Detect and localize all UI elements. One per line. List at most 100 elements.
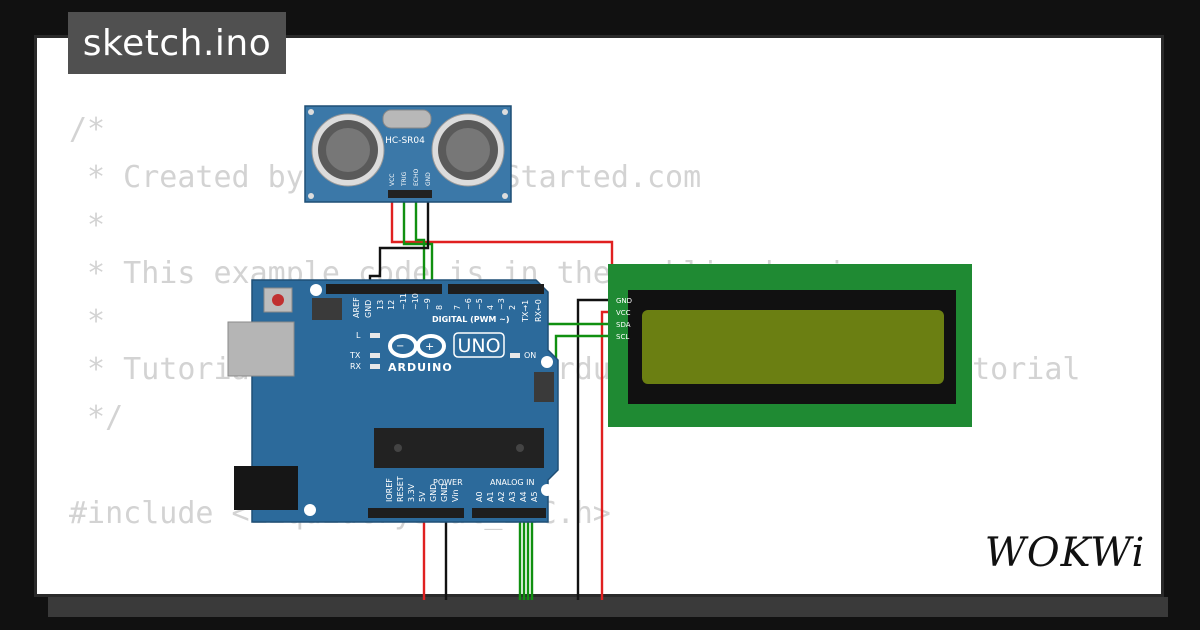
sensor-pin-label: ECHO — [413, 169, 420, 186]
icsp-header — [312, 298, 342, 320]
card-shadow — [48, 597, 1168, 617]
pin-label: A0 — [475, 491, 484, 502]
power-header — [368, 508, 464, 518]
pin-label: 4 — [486, 305, 495, 310]
pin-label: 13 — [376, 300, 385, 310]
pin-label: 12 — [387, 300, 396, 310]
model-label: UNO — [457, 335, 500, 357]
pin-label: A5 — [530, 491, 539, 502]
mount-hole — [541, 356, 553, 368]
analog-pin-labels: A0 A1 A2 A3 A4 A5 — [475, 491, 539, 502]
wokwi-logo-text: WOKWi — [985, 530, 1146, 576]
pin-label: A4 — [519, 491, 528, 502]
sensor-crystal — [382, 109, 432, 129]
code-card: /* * Created by ArduinoGetStarted.com * … — [34, 35, 1164, 597]
pin-label: ~5 — [475, 298, 484, 310]
wire-gnd-sensor — [368, 200, 430, 290]
pin-label: GND — [440, 484, 449, 502]
sensor-label: HC-SR04 — [385, 136, 425, 146]
pin-label: GND — [364, 300, 373, 318]
pin-label: A3 — [508, 491, 517, 502]
pin-label: TX→1 — [521, 300, 530, 323]
pin-label: ~6 — [464, 298, 473, 310]
pin-label: ~3 — [497, 298, 506, 310]
pin-label: 7 — [453, 305, 462, 310]
wire-echo — [414, 200, 426, 286]
sensor-pin-header — [388, 190, 432, 198]
power-pin-labels: IOREF RESET 3.3V 5V GND GND Vin — [385, 476, 460, 502]
pin-label: 2 — [508, 305, 517, 310]
sensor-pin-label: GND — [425, 172, 432, 186]
mount-hole — [502, 109, 508, 115]
pin-label: A2 — [497, 491, 506, 502]
arduino-uno[interactable]: AREF GND 13 12 ~11 ~10 ~9 8 7 ~6 ~5 4 ~3… — [227, 279, 559, 523]
code-line: /* — [69, 112, 106, 147]
power-header-label: POWER — [433, 478, 463, 487]
reset-button-cap — [272, 294, 284, 306]
sensor-pin-label: TRIG — [401, 171, 408, 187]
led-label: RX — [350, 362, 362, 371]
file-tab[interactable]: sketch.ino — [68, 12, 286, 74]
mount-hole — [308, 109, 314, 115]
brand-label: ARDUINO — [388, 361, 453, 374]
mount-hole — [308, 193, 314, 199]
pin-label: RESET — [396, 476, 405, 502]
digital-header-label: DIGITAL (PWM ~) — [432, 315, 510, 324]
lcd-pin-label: SDA — [616, 321, 631, 329]
pin-label: RX←0 — [534, 299, 543, 322]
pin-label: 8 — [435, 305, 444, 310]
sensor-transducer-left-core — [326, 128, 370, 172]
wire-trig — [402, 200, 434, 290]
pin-label: GND — [429, 484, 438, 502]
digital-pin-labels: AREF GND 13 12 ~11 ~10 ~9 8 7 ~6 ~5 4 ~3… — [352, 293, 543, 323]
led-indicator — [510, 353, 520, 358]
file-tab-label: sketch.ino — [82, 22, 272, 64]
led-label: TX — [349, 351, 361, 360]
arduino-logo-icon — [388, 334, 446, 358]
analog-header-label: ANALOG IN — [490, 478, 535, 487]
mount-hole — [304, 504, 316, 516]
uno-badge — [453, 332, 505, 358]
led-indicator — [370, 353, 380, 358]
pin-label: ~11 — [399, 293, 408, 310]
mount-hole — [541, 484, 553, 496]
lcd-pin-label: GND — [616, 297, 632, 305]
led-indicator — [370, 333, 380, 338]
code-line: */ — [69, 400, 124, 435]
digital-header-left — [326, 284, 442, 294]
lcd-screen — [642, 310, 944, 384]
mount-hole — [310, 284, 322, 296]
sensor-transducer-right-core — [446, 128, 490, 172]
usb-port — [227, 321, 295, 377]
lcd-display[interactable]: GND VCC SDA SCL — [608, 264, 972, 427]
pin-label: ~10 — [411, 293, 420, 310]
led-label: L — [356, 331, 361, 340]
analog-header — [472, 508, 546, 518]
chip-dot — [516, 444, 524, 452]
pin-label: ~9 — [423, 298, 432, 310]
pin-label: IOREF — [385, 478, 394, 502]
pin-label: 5V — [418, 491, 427, 502]
digital-header-right — [448, 284, 544, 294]
logo-plus-icon: + — [425, 340, 434, 353]
wire-gnd-lcd — [576, 298, 612, 600]
logo-minus-icon: − — [396, 341, 404, 352]
mount-hole — [502, 193, 508, 199]
led-label: ON — [524, 351, 536, 360]
code-line: * — [69, 208, 106, 243]
pin-label: 3.3V — [407, 483, 416, 502]
microcontroller-chip — [374, 428, 544, 468]
power-jack — [234, 466, 298, 510]
wokwi-logo-icon: WOKWi — [985, 530, 1146, 576]
pin-label: Vin — [451, 489, 460, 502]
ultrasonic-sensor[interactable]: HC-SR04 VCC TRIG ECHO GND — [304, 105, 512, 203]
led-indicator — [370, 364, 380, 369]
pin-label: A1 — [486, 491, 495, 502]
chip-dot — [394, 444, 402, 452]
lcd-pin-label: VCC — [616, 309, 631, 317]
pin-label: AREF — [352, 297, 361, 318]
code-line: * — [69, 304, 106, 339]
lcd-pin-label: SCL — [616, 333, 629, 341]
sensor-pin-label: VCC — [389, 174, 396, 186]
